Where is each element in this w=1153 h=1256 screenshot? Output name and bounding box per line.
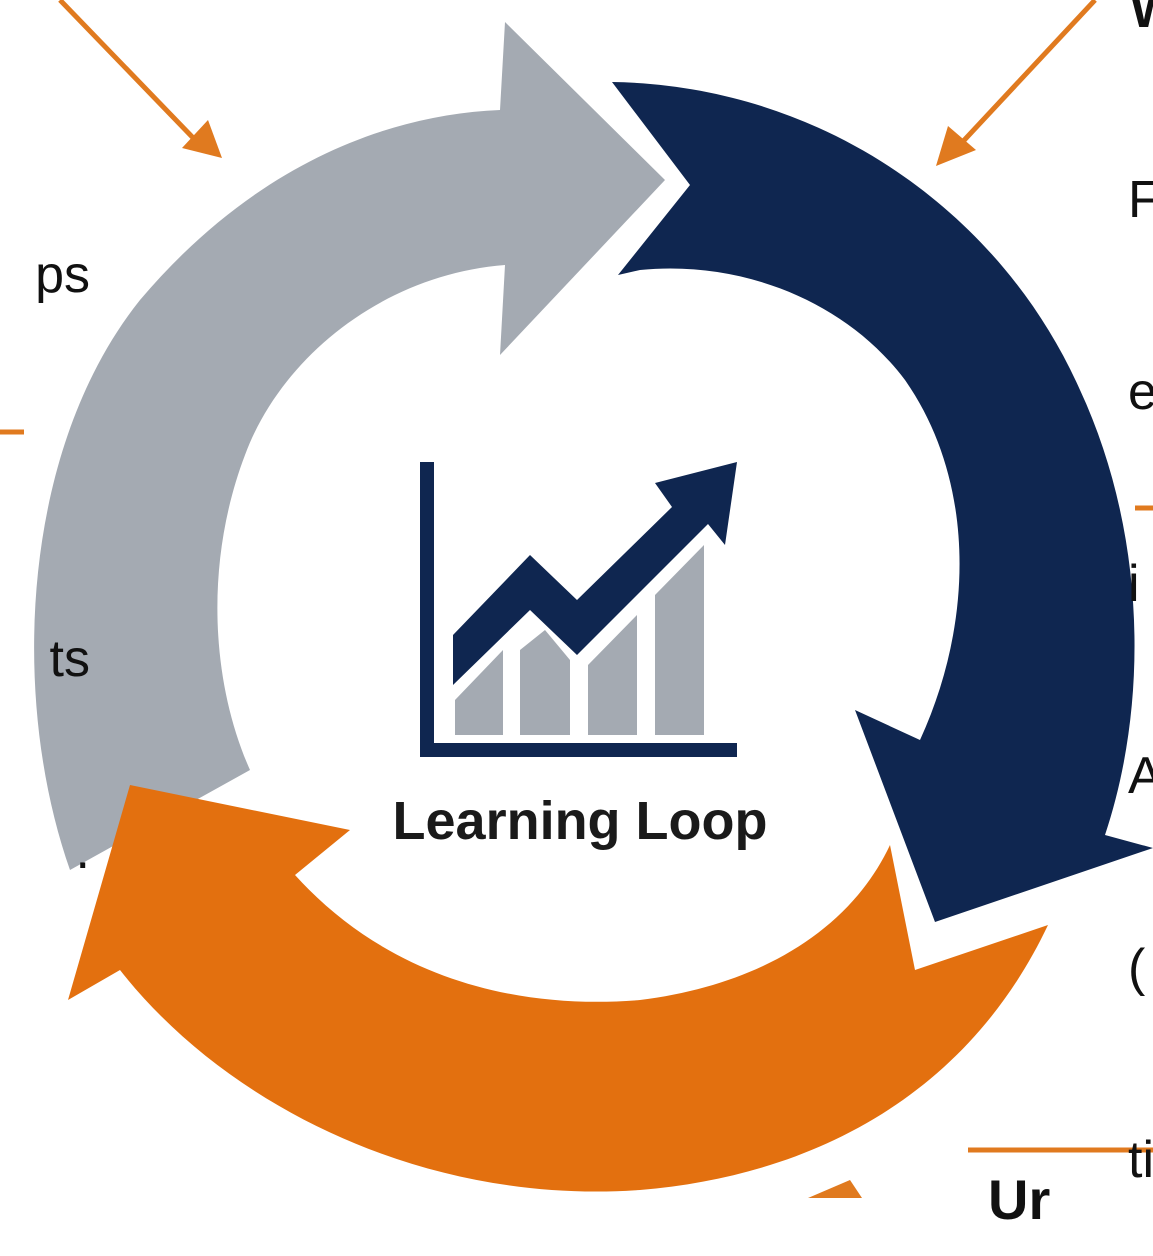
- top-right-leader-arrow: [953, 0, 1097, 152]
- bottom-callout-title: Ur: [988, 1168, 1051, 1231]
- top-left-leader-arrowhead: [182, 120, 222, 158]
- bottom-leader-arrowhead: [808, 1180, 862, 1198]
- growth-chart-icon: [420, 462, 737, 757]
- left-callout-line: [0, 435, 90, 499]
- center-title: Learning Loop: [392, 791, 768, 851]
- left-callout-text: ps ts .: [0, 115, 90, 947]
- left-callout-line: .: [75, 822, 90, 880]
- right-callout-line: A: [1128, 747, 1153, 805]
- learning-loop-diagram: [0, 0, 1153, 1198]
- right-callout-line: i: [1128, 555, 1140, 613]
- top-left-leader-arrow: [58, 0, 202, 147]
- gray-arrow-segment: [34, 22, 665, 870]
- right-callout-line: e: [1128, 363, 1153, 421]
- right-callout-line: F: [1128, 171, 1153, 229]
- left-callout-line: ps: [35, 246, 90, 304]
- right-callout-text: F e i A ( ti: [1128, 40, 1153, 1256]
- navy-arrow-segment: [612, 82, 1153, 922]
- right-callout-title: W: [1130, 0, 1153, 42]
- right-callout-line: (: [1128, 939, 1146, 997]
- orange-arrow-segment: [68, 785, 1048, 1192]
- top-right-leader-arrowhead: [936, 126, 976, 166]
- right-callout-line: ti: [1128, 1131, 1153, 1189]
- left-callout-line: ts: [49, 630, 90, 688]
